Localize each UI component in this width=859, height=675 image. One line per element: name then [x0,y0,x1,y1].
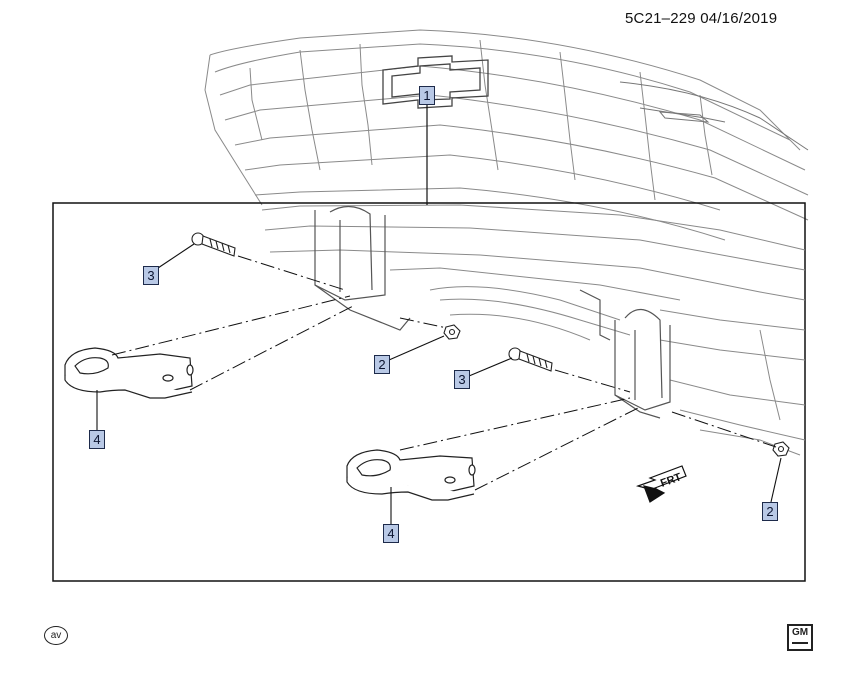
nut-right [772,441,790,457]
gm-logo-bar [792,642,808,644]
gm-logo-text: GM [791,627,809,638]
diagram-code-date: 5C21–229 04/16/2019 [625,10,778,27]
detail-frame [52,202,806,582]
gm-logo: GM [787,624,813,651]
callout-1: 1 [419,86,435,105]
assembly-lines [111,255,777,491]
tow-hook-left [64,347,194,399]
bolt-middle [508,347,553,372]
callout-3-middle: 3 [454,370,470,389]
front-grille-illustration [204,29,809,241]
bolt-left [191,232,236,257]
front-arrow-icon: FRT [635,465,687,503]
callout-leaders [96,243,782,525]
fascia-right-detail [619,81,809,151]
tow-hook-right [346,449,476,501]
av-mark-icon: av [44,626,68,645]
callout-3-left: 3 [143,266,159,285]
callout-2-right: 2 [762,502,778,521]
callout-2-left: 2 [374,355,390,374]
callout-4-left: 4 [89,430,105,449]
nut-left [443,324,461,340]
callout-4-right: 4 [383,524,399,543]
left-frame-bracket [314,205,411,331]
bumper-structure [261,204,806,456]
right-frame-bracket [579,289,671,419]
